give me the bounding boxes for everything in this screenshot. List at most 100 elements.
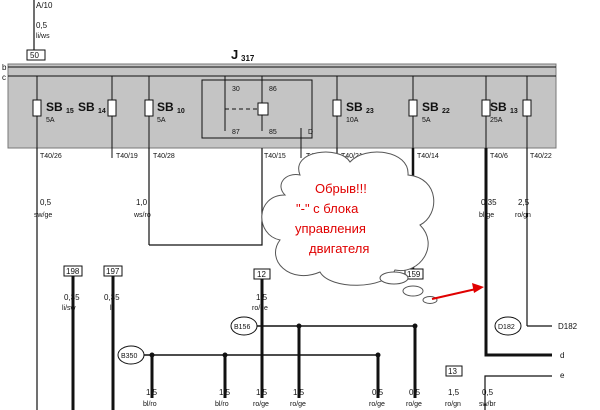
svg-text:1,5: 1,5 bbox=[293, 388, 305, 397]
bus-label-c: c bbox=[2, 73, 6, 82]
svg-text:22: 22 bbox=[442, 108, 450, 115]
svg-text:SB: SB bbox=[78, 100, 95, 114]
wire-ws-ro: 1,0 ws/ro bbox=[133, 198, 151, 219]
fuse-sb23: SB 23 10A bbox=[346, 100, 374, 124]
svg-text:bl/ro: bl/ro bbox=[215, 401, 229, 408]
svg-text:0,5: 0,5 bbox=[372, 388, 384, 397]
svg-text:ro/ge: ro/ge bbox=[369, 401, 385, 408]
wire-ro-gn: 2,5 ro/gn bbox=[515, 198, 531, 219]
svg-text:12: 12 bbox=[257, 270, 266, 279]
svg-text:sw/br: sw/br bbox=[479, 401, 496, 408]
top-box-number: 50 bbox=[30, 51, 39, 60]
fuse-sb14: SB 14 bbox=[78, 100, 106, 115]
svg-text:0,5: 0,5 bbox=[40, 198, 52, 207]
svg-text:13: 13 bbox=[448, 367, 457, 376]
svg-text:ro/ge: ro/ge bbox=[252, 305, 268, 312]
svg-text:T40/6: T40/6 bbox=[490, 153, 508, 160]
svg-text:T40/19: T40/19 bbox=[116, 153, 138, 160]
svg-text:ro/ge: ro/ge bbox=[290, 401, 306, 408]
wire-sw-ge: 0,5 sw/ge bbox=[34, 198, 52, 219]
svg-text:B350: B350 bbox=[121, 353, 137, 360]
top-wire-color: li/ws bbox=[36, 33, 50, 40]
svg-text:0,5: 0,5 bbox=[482, 388, 494, 397]
relay-pin-D: D bbox=[308, 129, 313, 136]
svg-text:0,5: 0,5 bbox=[409, 388, 421, 397]
svg-text:13: 13 bbox=[510, 108, 518, 115]
svg-text:ro/ge: ro/ge bbox=[253, 401, 269, 408]
svg-text:1,5: 1,5 bbox=[256, 388, 268, 397]
svg-text:1,5: 1,5 bbox=[256, 293, 268, 302]
svg-text:T40/15: T40/15 bbox=[264, 153, 286, 160]
svg-text:198: 198 bbox=[66, 267, 80, 276]
svg-text:1,5: 1,5 bbox=[146, 388, 158, 397]
fuse-panel bbox=[7, 63, 557, 149]
svg-text:23: 23 bbox=[366, 108, 374, 115]
svg-text:T40/22: T40/22 bbox=[530, 153, 552, 160]
fuse-sb22: SB 22 5A bbox=[422, 100, 450, 124]
relay-box bbox=[201, 79, 313, 139]
svg-text:B156: B156 bbox=[234, 324, 250, 331]
main-wires bbox=[36, 148, 552, 410]
right-label-e: e bbox=[560, 371, 565, 380]
svg-text:15: 15 bbox=[66, 108, 74, 115]
relay-pin-87: 87 bbox=[232, 129, 240, 136]
svg-text:T40/14: T40/14 bbox=[417, 153, 439, 160]
svg-text:10A: 10A bbox=[346, 117, 359, 124]
svg-text:5A: 5A bbox=[422, 117, 431, 124]
svg-text:bl/ro: bl/ro bbox=[143, 401, 157, 408]
svg-text:T40/26: T40/26 bbox=[40, 153, 62, 160]
svg-text:D182: D182 bbox=[498, 324, 515, 331]
svg-text:SB: SB bbox=[490, 100, 507, 114]
annotation-line-4: двигателя bbox=[309, 241, 369, 256]
wire-e bbox=[484, 375, 552, 410]
svg-text:1,5: 1,5 bbox=[219, 388, 231, 397]
svg-text:159: 159 bbox=[407, 270, 421, 279]
fuse-sb15: SB 15 5A bbox=[46, 100, 74, 124]
annotation-line-3: управления bbox=[295, 221, 366, 236]
relay-pin-86: 86 bbox=[269, 86, 277, 93]
right-label-d: d bbox=[560, 351, 564, 360]
svg-text:SB: SB bbox=[422, 100, 439, 114]
svg-text:1,5: 1,5 bbox=[448, 388, 460, 397]
svg-text:bl/ge: bl/ge bbox=[479, 212, 494, 219]
mid-wire: 1,5 ro/ge bbox=[252, 279, 268, 398]
top-box bbox=[26, 49, 46, 61]
svg-text:197: 197 bbox=[106, 267, 120, 276]
svg-text:10: 10 bbox=[177, 108, 185, 115]
relay-pin-85: 85 bbox=[269, 129, 277, 136]
svg-text:0,35: 0,35 bbox=[104, 293, 120, 302]
svg-text:li: li bbox=[110, 305, 114, 312]
fuse-symbols bbox=[32, 76, 532, 148]
annotation-bubble: Обрыв!!! "-" с блока управления двигател… bbox=[261, 151, 438, 304]
svg-text:SB: SB bbox=[346, 100, 363, 114]
node-d182: D182 bbox=[494, 316, 522, 336]
svg-text:25A: 25A bbox=[490, 117, 503, 124]
svg-text:5A: 5A bbox=[157, 117, 166, 124]
box-197: 197 bbox=[103, 265, 123, 277]
annotation-line-2: "-" с блока bbox=[296, 201, 359, 216]
node-b350: B350 bbox=[117, 345, 145, 365]
bottom-wire-labels: 1,5 bl/ro 1,5 bl/ro 1,5 ro/ge 1,5 ro/ge … bbox=[143, 388, 496, 408]
fuse-sb10: SB 10 5A bbox=[157, 100, 185, 124]
relay-label: J bbox=[231, 47, 238, 62]
terminal-labels: T40/26 T40/19 T40/28 T40/15 T40/7 T40/21… bbox=[40, 153, 552, 160]
svg-text:sw/ge: sw/ge bbox=[34, 212, 52, 219]
wire-bl-ge: 0,35 bl/ge bbox=[479, 198, 497, 219]
svg-text:14: 14 bbox=[98, 108, 106, 115]
svg-text:T40/28: T40/28 bbox=[153, 153, 175, 160]
b350-bus bbox=[143, 352, 381, 398]
d182-right-label: D182 bbox=[558, 322, 578, 331]
annotation-line-1: Обрыв!!! bbox=[315, 181, 367, 196]
relay-pin-30: 30 bbox=[232, 86, 240, 93]
node-b156: B156 bbox=[230, 316, 258, 336]
svg-text:SB: SB bbox=[157, 100, 174, 114]
fuse-sb13: SB 13 25A bbox=[490, 100, 518, 124]
svg-text:SB: SB bbox=[46, 100, 63, 114]
left-wires: 0,35 li/sw 0,35 li bbox=[62, 276, 120, 410]
svg-text:ro/ge: ro/ge bbox=[406, 401, 422, 408]
relay-sub: 317 bbox=[241, 54, 255, 63]
svg-text:0,35: 0,35 bbox=[481, 198, 497, 207]
relay-coil bbox=[257, 102, 269, 116]
svg-text:0,35: 0,35 bbox=[64, 293, 80, 302]
